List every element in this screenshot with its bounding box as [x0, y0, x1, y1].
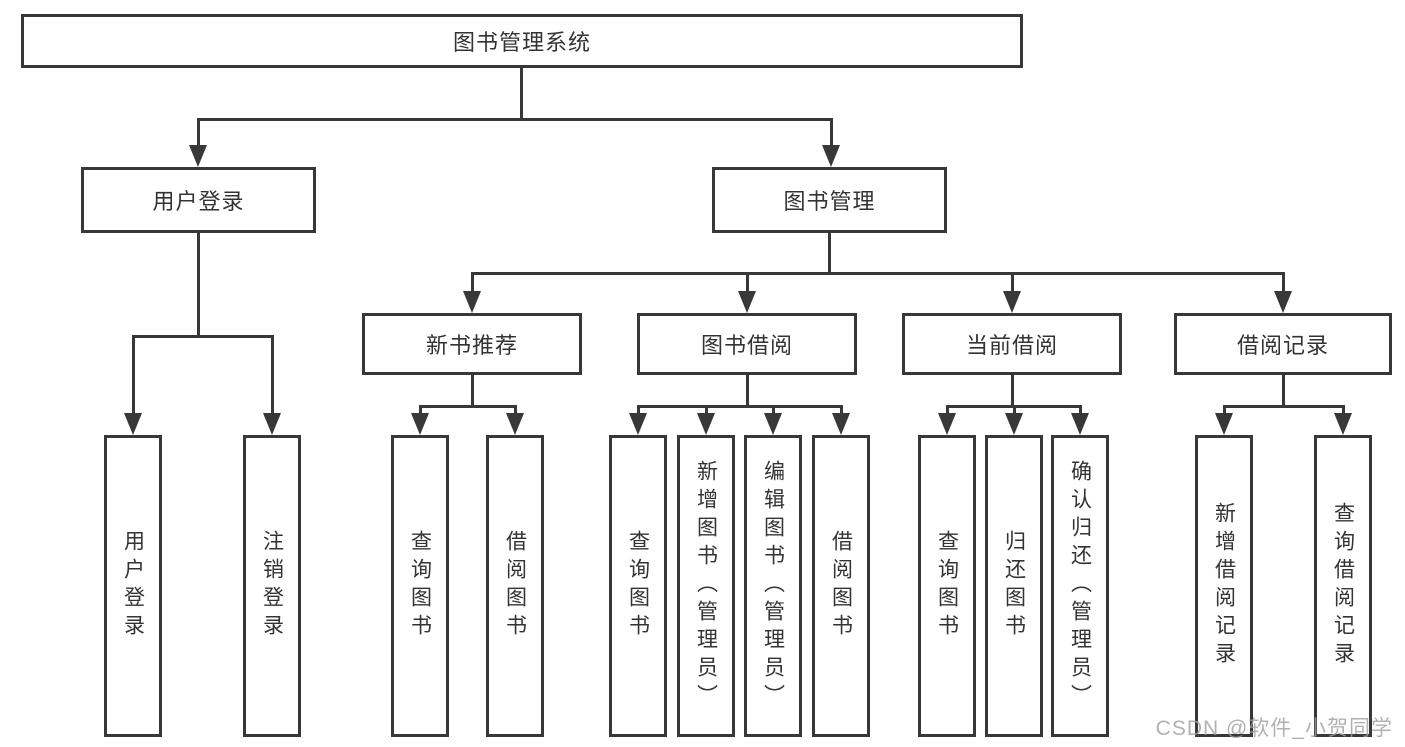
connector-hline — [945, 404, 1082, 408]
node-current-borrow: 当前借阅 — [902, 313, 1122, 375]
arrowhead-down-icon — [124, 413, 142, 435]
connector-hline — [1222, 404, 1345, 408]
connector-vline — [1281, 273, 1285, 296]
node-label-user-login: 用户登录 — [152, 189, 245, 214]
connector-vline — [1010, 273, 1014, 296]
node-label-return-book: 归还图书 — [1002, 530, 1026, 642]
node-label-logout-leaf: 注销登录 — [260, 530, 284, 642]
connector-vline — [945, 406, 949, 418]
node-query-books-1: 查询图书 — [391, 435, 449, 737]
connector-vline — [839, 406, 843, 418]
node-label-borrow-books-2: 借阅图书 — [829, 530, 853, 642]
connector-vline — [418, 406, 422, 418]
node-book-mgmt: 图书管理 — [712, 167, 947, 233]
arrowhead-down-icon — [697, 413, 715, 435]
node-confirm-return-admin: 确认归还（管理员） — [1051, 435, 1109, 737]
arrowhead-down-icon — [1071, 413, 1089, 435]
arrowhead-down-icon — [263, 413, 281, 435]
node-return-book: 归还图书 — [985, 435, 1043, 737]
node-label-query-books-3: 查询图书 — [935, 530, 959, 642]
connector-vline — [131, 336, 135, 418]
arrowhead-down-icon — [764, 413, 782, 435]
node-label-root: 图书管理系统 — [452, 30, 591, 55]
connector-vline — [771, 406, 775, 418]
node-label-confirm-return-admin: 确认归还（管理员） — [1068, 460, 1092, 712]
node-label-new-book-rec: 新书推荐 — [425, 333, 518, 358]
connector-vline — [745, 273, 749, 296]
node-label-book-mgmt: 图书管理 — [783, 189, 876, 214]
node-new-book-rec: 新书推荐 — [362, 313, 582, 375]
node-label-query-borrow-record: 查询借阅记录 — [1331, 502, 1355, 670]
arrowhead-down-icon — [1003, 291, 1021, 313]
node-borrow-records: 借阅记录 — [1174, 313, 1392, 375]
node-root: 图书管理系统 — [21, 14, 1023, 68]
connector-hline — [418, 404, 517, 408]
node-add-borrow-record: 新增借阅记录 — [1195, 435, 1253, 737]
arrowhead-down-icon — [411, 413, 429, 435]
connector-vline — [1010, 375, 1014, 406]
connector-hline — [196, 117, 833, 121]
node-label-add-borrow-record: 新增借阅记录 — [1212, 502, 1236, 670]
connector-vline — [829, 119, 833, 150]
connector-vline — [196, 233, 200, 336]
node-edit-book-admin: 编辑图书（管理员） — [744, 435, 802, 737]
connector-vline — [470, 273, 474, 296]
arrowhead-down-icon — [822, 145, 840, 167]
connector-hline — [636, 404, 843, 408]
connector-vline — [513, 406, 517, 418]
connector-hline — [470, 271, 1285, 275]
arrowhead-down-icon — [832, 413, 850, 435]
arrowhead-down-icon — [1215, 413, 1233, 435]
node-user-login-leaf: 用户登录 — [104, 435, 162, 737]
connector-vline — [704, 406, 708, 418]
connector-vline — [1222, 406, 1226, 418]
connector-vline — [1012, 406, 1016, 418]
arrowhead-down-icon — [738, 291, 756, 313]
connector-vline — [1078, 406, 1082, 418]
node-query-books-3: 查询图书 — [918, 435, 976, 737]
connector-vline — [745, 375, 749, 406]
connector-hline — [131, 334, 274, 338]
node-label-current-borrow: 当前借阅 — [965, 333, 1058, 358]
node-query-borrow-record: 查询借阅记录 — [1314, 435, 1372, 737]
node-query-books-2: 查询图书 — [609, 435, 667, 737]
connector-vline — [470, 375, 474, 406]
connector-vline — [1281, 375, 1285, 406]
arrowhead-down-icon — [938, 413, 956, 435]
node-label-user-login-leaf: 用户登录 — [121, 530, 145, 642]
node-label-borrow-records: 借阅记录 — [1236, 333, 1329, 358]
node-label-query-books-2: 查询图书 — [626, 530, 650, 642]
connector-vline — [270, 336, 274, 418]
node-book-borrow: 图书借阅 — [637, 313, 857, 375]
node-add-book-admin: 新增图书（管理员） — [677, 435, 735, 737]
connector-vline — [636, 406, 640, 418]
arrowhead-down-icon — [463, 291, 481, 313]
arrowhead-down-icon — [1334, 413, 1352, 435]
arrowhead-down-icon — [506, 413, 524, 435]
node-label-borrow-books-1: 借阅图书 — [503, 530, 527, 642]
connector-vline — [827, 233, 831, 273]
connector-vline — [1341, 406, 1345, 418]
node-user-login: 用户登录 — [81, 167, 316, 233]
connector-vline — [196, 119, 200, 150]
node-label-book-borrow: 图书借阅 — [700, 333, 793, 358]
node-borrow-books-1: 借阅图书 — [486, 435, 544, 737]
node-logout-leaf: 注销登录 — [243, 435, 301, 737]
arrowhead-down-icon — [189, 145, 207, 167]
node-label-query-books-1: 查询图书 — [408, 530, 432, 642]
arrowhead-down-icon — [1274, 291, 1292, 313]
arrowhead-down-icon — [1005, 413, 1023, 435]
csdn-watermark: CSDN @软件_小贺同学 — [1155, 717, 1393, 740]
node-label-add-book-admin: 新增图书（管理员） — [694, 460, 718, 712]
arrowhead-down-icon — [629, 413, 647, 435]
node-label-edit-book-admin: 编辑图书（管理员） — [761, 460, 785, 712]
node-borrow-books-2: 借阅图书 — [812, 435, 870, 737]
connector-vline — [519, 68, 523, 119]
